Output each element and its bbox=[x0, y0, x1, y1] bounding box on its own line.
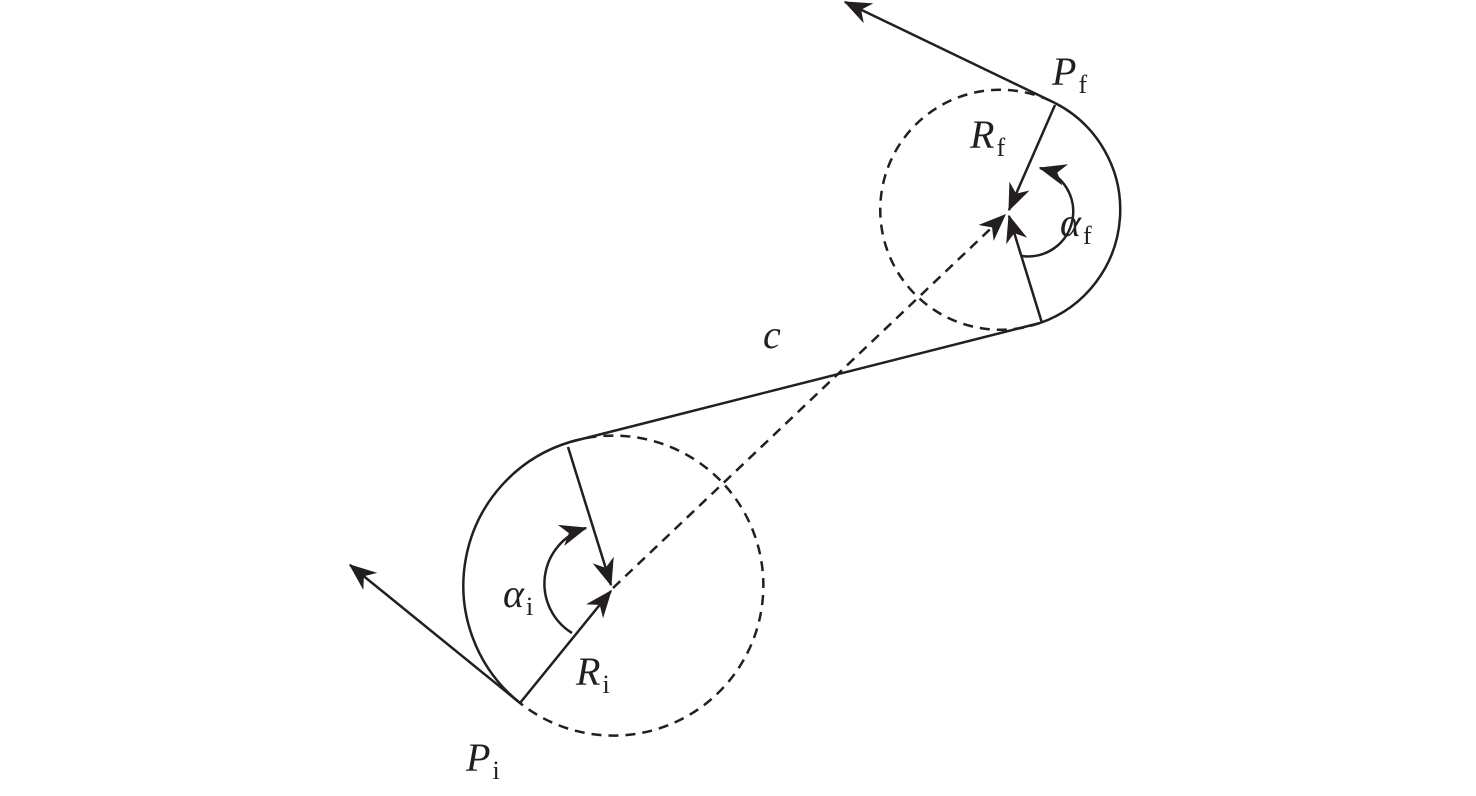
label-main: P bbox=[1052, 49, 1077, 94]
final-circle-dashed bbox=[878, 88, 1056, 331]
initial-radius-bottom bbox=[519, 589, 612, 704]
label-p-initial: Pi bbox=[466, 738, 500, 784]
center-line-c bbox=[612, 214, 1006, 589]
label-sub: f bbox=[1083, 221, 1092, 250]
label-chord-c: c bbox=[763, 315, 781, 355]
label-r-final: Rf bbox=[970, 115, 1005, 161]
label-r-initial: Ri bbox=[576, 652, 610, 698]
final-radius-top bbox=[1007, 104, 1057, 212]
initial-radius-top bbox=[566, 446, 614, 587]
label-sub: f bbox=[1078, 70, 1088, 99]
label-sub: i bbox=[526, 592, 534, 621]
tangent-segment bbox=[569, 321, 1041, 444]
label-sub: i bbox=[492, 756, 500, 785]
label-alpha-initial: αi bbox=[503, 574, 533, 620]
label-main: c bbox=[763, 312, 781, 357]
initial-heading-arrow bbox=[348, 564, 521, 704]
label-main: α bbox=[1060, 200, 1081, 245]
label-sub: i bbox=[602, 670, 610, 699]
alpha-final-arc bbox=[1021, 164, 1075, 258]
label-main: R bbox=[970, 112, 995, 157]
final-radius-bottom bbox=[1006, 214, 1044, 324]
final-turn-arc bbox=[1039, 101, 1122, 325]
alpha-initial-arc bbox=[543, 524, 588, 635]
initial-turn-arc bbox=[462, 440, 571, 704]
initial-circle-dashed bbox=[519, 434, 765, 737]
final-heading-arrow bbox=[843, 0, 1056, 105]
label-alpha-final: αf bbox=[1060, 203, 1092, 249]
label-main: R bbox=[576, 649, 601, 694]
label-main: P bbox=[466, 735, 491, 780]
label-p-final: Pf bbox=[1052, 52, 1087, 98]
label-main: α bbox=[503, 571, 524, 616]
label-sub: f bbox=[996, 133, 1006, 162]
